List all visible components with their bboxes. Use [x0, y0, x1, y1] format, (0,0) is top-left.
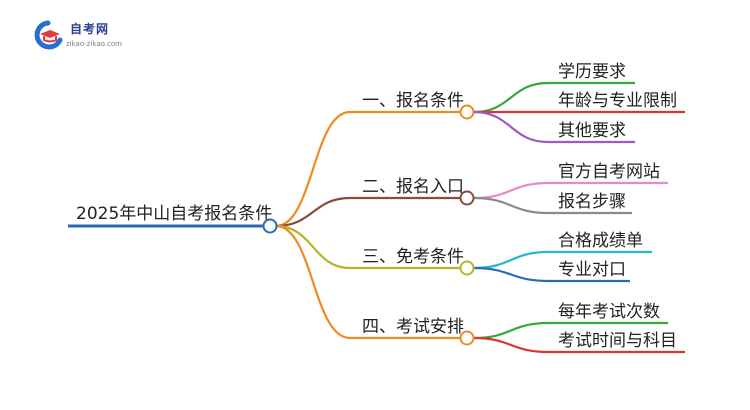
mindmap-edges: [68, 81, 685, 354]
logo-name: 自考网: [70, 22, 110, 36]
child-node-label[interactable]: 报名步骤: [558, 192, 626, 212]
branch-collapse-toggle[interactable]: [459, 330, 475, 346]
child-node-label[interactable]: 学历要求: [558, 62, 626, 82]
site-logo[interactable]: 自考网 zikao-zikao.com: [30, 18, 140, 54]
root-collapse-toggle[interactable]: [262, 218, 278, 234]
child-node-label[interactable]: 每年考试次数: [558, 302, 660, 322]
child-edge: [473, 110, 549, 144]
branch-node-label[interactable]: 二、报名入口: [362, 177, 464, 197]
child-edge: [473, 336, 549, 354]
child-node-label[interactable]: 官方自考网站: [558, 162, 660, 182]
branch-collapse-toggle[interactable]: [459, 104, 475, 120]
child-node-label[interactable]: 合格成绩单: [558, 231, 643, 251]
child-edge: [473, 266, 549, 283]
branch-node-label[interactable]: 四、考试安排: [362, 317, 464, 337]
child-node-label[interactable]: 专业对口: [558, 260, 626, 280]
branch-edge: [275, 196, 351, 228]
branch-node-label[interactable]: 三、免考条件: [362, 247, 464, 267]
branch-collapse-toggle[interactable]: [459, 260, 475, 276]
branch-collapse-toggle[interactable]: [459, 190, 475, 206]
logo-mark-icon: [34, 20, 63, 50]
child-edge: [473, 181, 549, 200]
child-edge: [473, 81, 549, 114]
root-node-label[interactable]: 2025年中山自考报名条件: [76, 204, 272, 224]
mindmap-nodes: 2025年中山自考报名条件 一、报名条件 学历要求年龄与专业限制其他要求二、报名入口…: [76, 62, 677, 351]
child-edge: [473, 321, 549, 340]
branch-edge: [275, 224, 351, 340]
logo-url: zikao-zikao.com: [66, 40, 122, 48]
child-node-label[interactable]: 其他要求: [558, 121, 626, 141]
branch-edge: [275, 110, 351, 228]
child-edge: [473, 196, 549, 215]
child-node-label[interactable]: 考试时间与科目: [558, 331, 677, 351]
branch-edge: [275, 224, 351, 270]
child-node-label[interactable]: 年龄与专业限制: [558, 91, 677, 111]
branch-node-label[interactable]: 一、报名条件: [362, 91, 464, 111]
child-edge: [473, 250, 549, 270]
